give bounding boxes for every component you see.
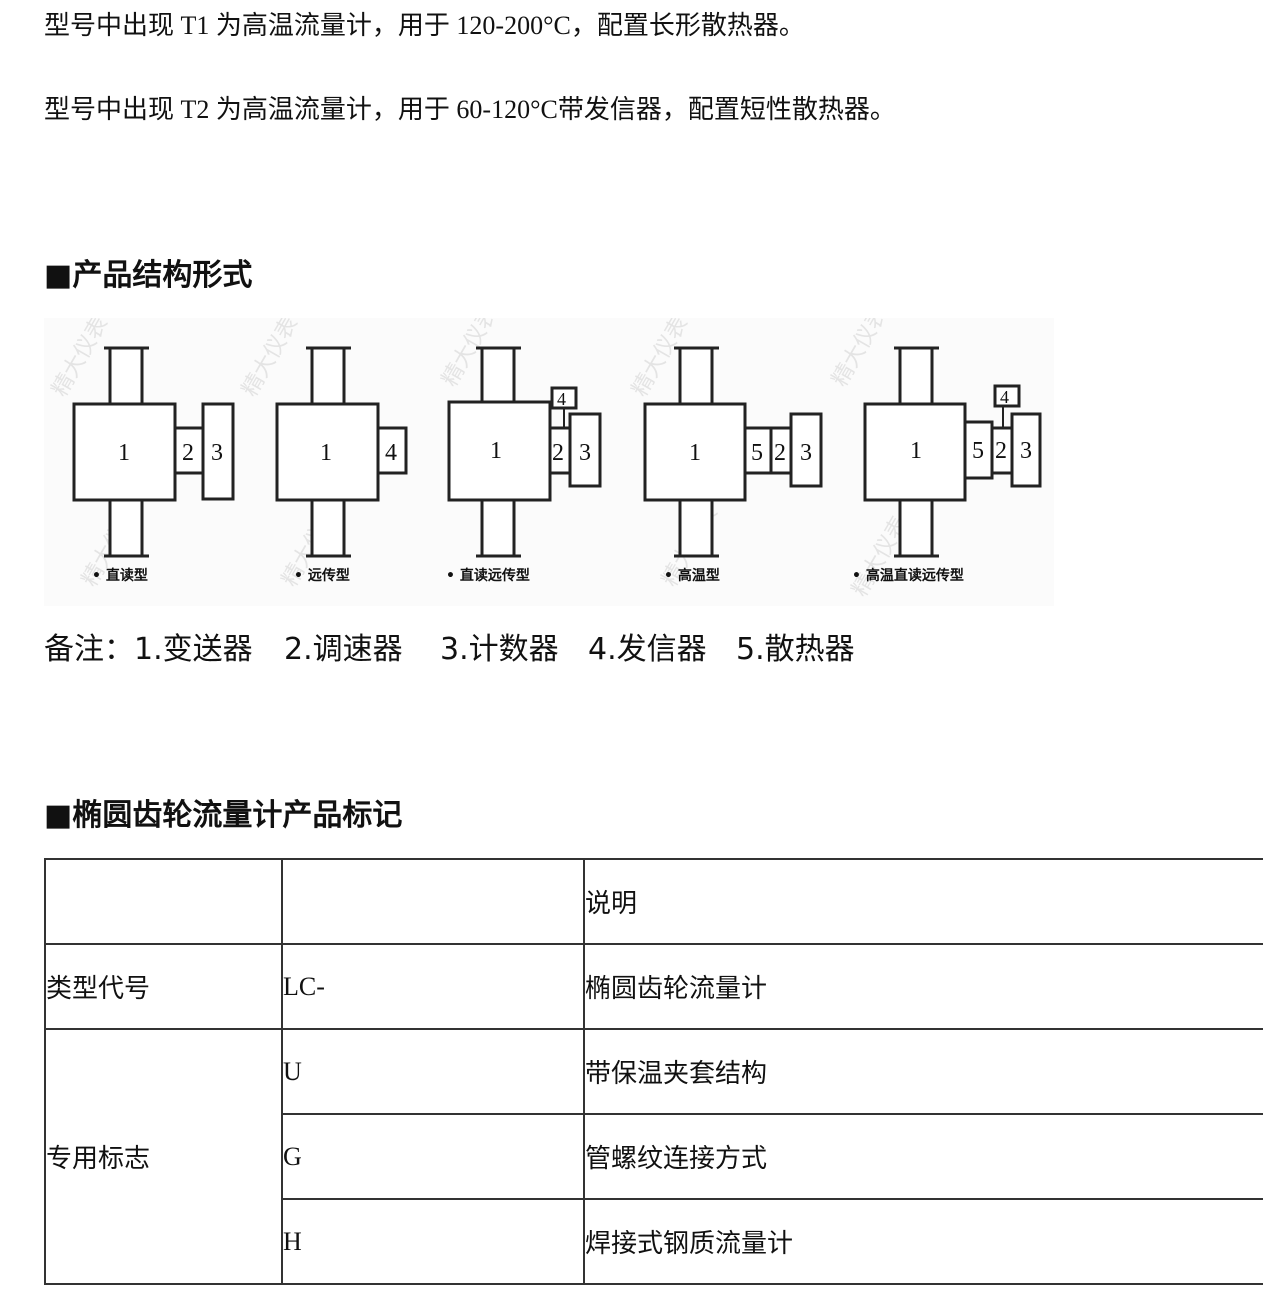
table-header-cell [281, 858, 585, 945]
legend-note: 备注：1.变送器 2.调速器 3.计数器 4.发信器 5.散热器 [44, 630, 855, 670]
diagram-remote: 1 4 • 远传型 [275, 346, 408, 584]
type-code-cell: LC- [281, 943, 585, 1030]
box-label: 3 [1020, 438, 1032, 464]
type-label-cell: 类型代号 [44, 943, 283, 1030]
special-label-cell: 专用标志 [44, 1028, 283, 1285]
box-label: 3 [579, 440, 591, 466]
intro-line-t2: 型号中出现 T2 为高温流量计，用于 60-120°C带发信器，配置短性散热器。 [44, 94, 896, 126]
box-label: 3 [800, 440, 812, 466]
box-label: 1 [320, 440, 332, 466]
diagram-caption: • 高温型 [664, 567, 720, 584]
box-label: 5 [751, 440, 763, 466]
intro-t2-code: T2 [174, 95, 216, 124]
watermark-text: 精大仪表 [48, 318, 114, 401]
box-label: 1 [689, 440, 701, 466]
structure-diagram: 精大仪表 精大仪表 精大仪表 精大仪表 精大仪表 精大仪表 精大仪表 精大仪表 … [48, 318, 1042, 601]
special-code-cell: U [281, 1028, 585, 1115]
special-desc-cell: 带保温夹套结构 [583, 1028, 1263, 1115]
intro-t1-suffix: ，配置长形散热器。 [570, 11, 805, 41]
table-row: 类型代号 LC- 椭圆齿轮流量计 [44, 943, 1263, 1030]
intro-t2-suffix: 带发信器，配置短性散热器。 [557, 95, 896, 125]
note-prefix: 备注： [44, 632, 134, 667]
intro-t1-mid: 为高温流量计，用于 [215, 11, 450, 41]
intro-line-t1: 型号中出现 T1 为高温流量计，用于 120-200°C，配置长形散热器。 [44, 10, 805, 42]
note-item: 5.散热器 [736, 632, 855, 667]
intro-t1-code: T1 [174, 11, 216, 40]
intro-t1-prefix: 型号中出现 [44, 11, 175, 41]
box-label: 5 [972, 438, 984, 464]
diagram-caption: • 远传型 [294, 567, 350, 584]
box-label: 4 [1000, 387, 1009, 407]
diagram-direct-remote: 1 2 3 4 • 直读远传型 [446, 346, 602, 584]
table-row: H 焊接式钢质流量计 [45, 1198, 1263, 1285]
watermark-text: 精大仪表 [828, 318, 894, 391]
table-row: 专用标志 U 带保温夹套结构 [44, 1028, 1263, 1285]
intro-t2-range: 60-120°C [449, 95, 558, 124]
table-header-cell [44, 858, 283, 945]
intro-t2-mid: 为高温流量计，用于 [215, 95, 450, 125]
box-label: 3 [211, 440, 223, 466]
note-item: 2.调速器 [284, 632, 403, 667]
box-label: 1 [490, 438, 502, 464]
special-desc-cell: 管螺纹连接方式 [583, 1113, 1263, 1200]
table-header-cell: 说明 [583, 858, 1263, 945]
box-label: 4 [385, 440, 397, 466]
section-title-structure: ■产品结构形式 [44, 258, 253, 293]
box-label: 1 [118, 440, 130, 466]
diagram-caption: • 高温直读远传型 [852, 567, 964, 584]
structure-figure: 精大仪表 精大仪表 精大仪表 精大仪表 精大仪表 精大仪表 精大仪表 精大仪表 … [44, 318, 1054, 606]
diagram-caption: • 直读型 [92, 567, 148, 584]
table-row: 说明 [44, 858, 1263, 945]
section-title-marking: ■椭圆齿轮流量计产品标记 [44, 798, 403, 833]
type-desc-cell: 椭圆齿轮流量计 [583, 943, 1263, 1030]
box-label: 2 [774, 440, 786, 466]
diagram-high-temp: 1 5 2 3 • 高温型 [643, 346, 823, 584]
diagram-direct-read: 1 2 3 • 直读型 [72, 346, 235, 584]
box-label: 2 [552, 440, 564, 466]
note-item: 4.发信器 [588, 632, 707, 667]
note-item: 3.计数器 [440, 632, 559, 667]
diagram-high-temp-direct-remote: 1 5 2 3 4 • 高温直读远传型 [852, 346, 1042, 584]
special-code-cell: G [281, 1113, 585, 1200]
product-marking-table: 说明 类型代号 LC- 椭圆齿轮流量计 专用标志 U 带保温夹套结构 G 管螺纹… [44, 858, 1263, 1285]
intro-t1-range: 120-200°C [449, 11, 571, 40]
box-label: 1 [910, 438, 922, 464]
intro-t2-prefix: 型号中出现 [44, 95, 175, 125]
box-label: 4 [557, 389, 566, 409]
diagram-caption: • 直读远传型 [446, 567, 530, 584]
box-label: 2 [995, 438, 1007, 464]
box-label: 2 [182, 440, 194, 466]
special-code-cell: H [281, 1198, 585, 1285]
watermark-text: 精大仪表 [238, 318, 304, 401]
table-row: G 管螺纹连接方式 [45, 1113, 1263, 1200]
special-desc-cell: 焊接式钢质流量计 [583, 1198, 1263, 1285]
note-item: 1.变送器 [134, 632, 253, 667]
